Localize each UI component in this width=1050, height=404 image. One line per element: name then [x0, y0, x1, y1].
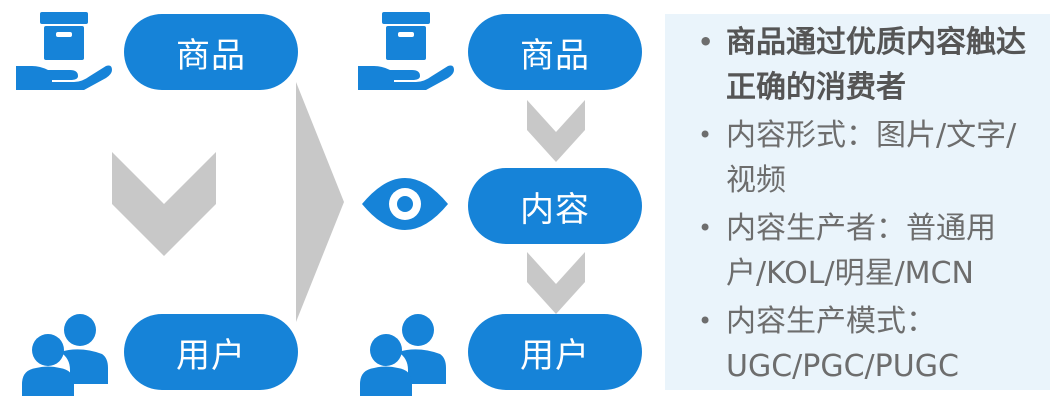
- right-product-label: 商品: [520, 35, 590, 76]
- description-panel: [665, 14, 1050, 390]
- bullet-dot: •: [698, 121, 713, 149]
- bullet-text: 内容生产者：普通用户/KOL/明星/MCN: [726, 211, 996, 291]
- content-label: 内容: [520, 189, 590, 230]
- bullet-dot: •: [698, 214, 713, 242]
- bullet-item: • 内容形式：图片/文字/视频: [690, 113, 1040, 203]
- eye-icon: [360, 174, 450, 234]
- left-user-label: 用户: [176, 335, 246, 376]
- left-down-chevron: [112, 152, 216, 256]
- content-pill: 内容: [468, 168, 642, 244]
- bullet-dot: •: [698, 307, 713, 335]
- right-product-icon: [352, 10, 456, 92]
- left-product-label: 商品: [176, 35, 246, 76]
- left-user-pill: 用户: [124, 314, 298, 390]
- bullet-item: • 商品通过优质内容触达正确的消费者: [690, 20, 1040, 110]
- right-arrow-chevron: [296, 82, 344, 322]
- left-product-pill: 商品: [124, 14, 298, 90]
- right-user-label: 用户: [520, 335, 590, 376]
- middle-down-chevron-1: [527, 100, 585, 162]
- bullet-item: • 内容生产者：普通用户/KOL/明星/MCN: [690, 206, 1040, 296]
- middle-down-chevron-2: [527, 252, 585, 314]
- right-users-icon: [360, 312, 446, 396]
- right-product-pill: 商品: [468, 14, 642, 90]
- right-user-pill: 用户: [468, 314, 642, 390]
- left-users-icon: [22, 312, 108, 396]
- bullet-text: 商品通过优质内容触达正确的消费者: [726, 25, 1026, 105]
- bullet-item: • 内容生产模式：UGC/PGC/PUGC: [690, 299, 1040, 389]
- bullet-text: 内容生产模式：UGC/PGC/PUGC: [726, 304, 959, 384]
- left-product-icon: [10, 10, 114, 92]
- bullet-list: • 商品通过优质内容触达正确的消费者 • 内容形式：图片/文字/视频 • 内容生…: [690, 20, 1040, 392]
- bullet-dot: •: [698, 28, 714, 56]
- bullet-text: 内容形式：图片/文字/视频: [726, 118, 1017, 198]
